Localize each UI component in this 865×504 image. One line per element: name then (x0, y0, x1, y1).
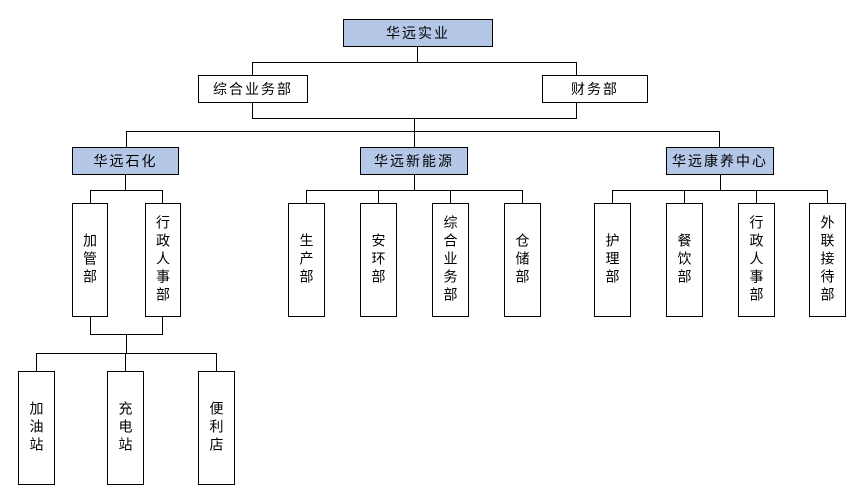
node-safety-env-dept: 安环部 (360, 203, 397, 317)
node-label: 外联接待部 (819, 215, 836, 305)
node-label: 加管部 (82, 233, 98, 287)
node-production-dept: 生产部 (288, 203, 325, 317)
node-huayuan-industrial: 华远实业 (343, 19, 493, 47)
node-label: 华远实业 (386, 25, 450, 41)
node-charging-station: 充电站 (107, 371, 144, 485)
connector-line (576, 103, 577, 118)
node-label: 华远石化 (93, 153, 158, 169)
connector-line (522, 190, 523, 203)
connector-line (252, 62, 577, 63)
connector-line (125, 353, 126, 371)
node-label: 华远新能源 (374, 153, 454, 169)
connector-line (414, 175, 415, 190)
node-huayuan-new-energy: 华远新能源 (360, 147, 468, 175)
node-nursing-dept: 护理部 (594, 203, 631, 317)
node-label: 财务部 (571, 81, 619, 97)
connector-line (90, 190, 163, 191)
connector-line (684, 190, 685, 203)
connector-line (252, 103, 253, 118)
connector-line (827, 190, 828, 203)
node-label: 充电站 (117, 401, 134, 455)
node-label: 综合业务部 (213, 81, 293, 97)
connector-line (450, 190, 451, 203)
node-refueling-mgmt-dept: 加管部 (72, 203, 108, 317)
node-huayuan-petrochemical: 华远石化 (72, 147, 179, 175)
node-label: 餐饮部 (676, 233, 693, 287)
connector-line (162, 317, 163, 334)
connector-line (417, 47, 418, 62)
node-catering-dept: 餐饮部 (666, 203, 703, 317)
connector-line (306, 190, 307, 203)
connector-line (125, 175, 126, 190)
node-general-business-dept: 综合业务部 (198, 75, 308, 103)
connector-line (719, 131, 720, 147)
node-label: 安环部 (370, 233, 387, 287)
connector-line (216, 353, 217, 371)
connector-line (612, 190, 828, 191)
node-label: 仓储部 (514, 233, 531, 287)
connector-line (126, 334, 127, 353)
connector-line (720, 175, 721, 190)
node-external-liaison-reception-dept: 外联接待部 (809, 203, 846, 317)
node-finance-dept: 财务部 (542, 75, 648, 103)
node-label: 加油站 (28, 401, 45, 455)
node-admin-hr-dept-wellness: 行政人事部 (738, 203, 775, 317)
connector-line (612, 190, 613, 203)
node-admin-hr-dept-petrochemical: 行政人事部 (145, 203, 181, 317)
connector-line (126, 131, 127, 147)
connector-line (126, 131, 720, 132)
connector-line (576, 62, 577, 75)
node-gas-station: 加油站 (18, 371, 55, 485)
node-label: 生产部 (298, 233, 315, 287)
node-label: 便利店 (208, 401, 225, 455)
node-label: 行政人事部 (155, 215, 171, 305)
connector-line (90, 317, 91, 334)
connector-line (90, 190, 91, 203)
connector-line (756, 190, 757, 203)
node-huayuan-wellness-center: 华远康养中心 (666, 147, 774, 175)
connector-line (36, 353, 217, 354)
node-label: 华远康养中心 (672, 153, 768, 169)
node-convenience-store: 便利店 (198, 371, 235, 485)
node-warehouse-dept: 仓储部 (504, 203, 541, 317)
node-label: 综合业务部 (442, 215, 459, 305)
connector-line (162, 190, 163, 203)
connector-line (414, 118, 415, 147)
connector-line (252, 62, 253, 75)
node-label: 行政人事部 (748, 215, 765, 305)
connector-line (36, 353, 37, 371)
connector-line (378, 190, 379, 203)
connector-line (306, 190, 523, 191)
node-general-business-dept-new-energy: 综合业务部 (432, 203, 469, 317)
node-label: 护理部 (604, 233, 621, 287)
